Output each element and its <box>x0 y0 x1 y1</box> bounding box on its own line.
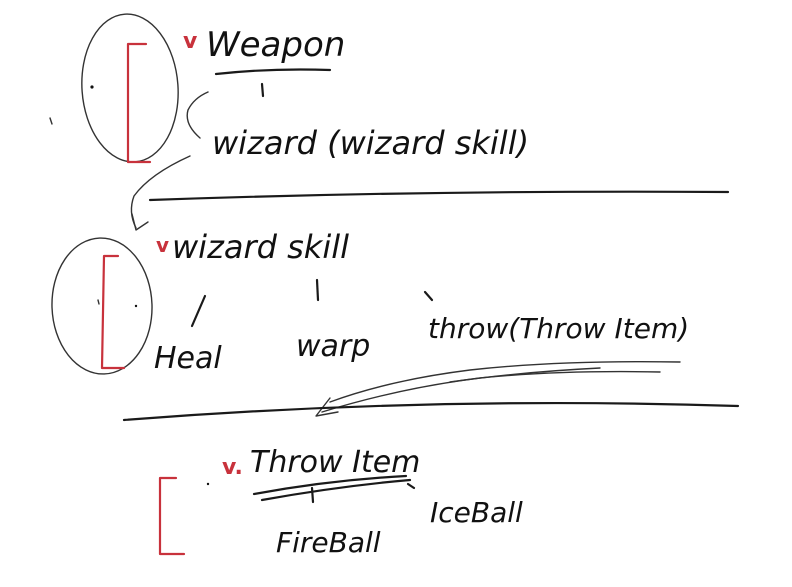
link-arrow-scribble <box>449 367 601 383</box>
ink-dot <box>206 482 210 486</box>
link-arrow-skill-to-throw <box>329 360 681 403</box>
section-throw-underline <box>252 474 408 496</box>
section-weapon-check: v <box>183 29 198 54</box>
link-arrow-weapon-to-skill <box>130 155 191 229</box>
ink-dot <box>134 304 138 308</box>
section-weapon-brace <box>186 91 209 139</box>
section-skill-connector-throw <box>423 290 434 302</box>
section-throw-child-fireball: FireBall <box>276 526 381 559</box>
section-skill-circle <box>51 237 153 375</box>
section-throw-child-iceball: IceBall <box>430 496 523 529</box>
ink-dot <box>90 85 94 89</box>
section-skill-check: v <box>156 233 169 257</box>
section-throw-check: v. <box>222 455 243 480</box>
section-throw-underline-2 <box>260 478 412 502</box>
section-throw-bracket <box>158 476 186 556</box>
section-throw-connector-ice <box>406 482 416 490</box>
section-skill-child-throw: throw(Throw Item) <box>428 312 689 345</box>
ink-mark <box>49 117 53 125</box>
section-weapon-bracket <box>126 42 152 164</box>
section-throw-title: Throw Item <box>250 445 420 480</box>
section-skill-child-warp: warp <box>296 329 370 364</box>
section-weapon-child-wizard: wizard (wizard skill) <box>212 124 529 162</box>
section-throw-connector-fire <box>310 486 315 504</box>
ink-mark <box>97 299 100 305</box>
divider-1 <box>148 190 730 202</box>
section-skill-child-heal: Heal <box>154 341 222 376</box>
section-skill-connector-heal <box>190 294 207 328</box>
divider-2 <box>122 401 740 422</box>
section-weapon-title: Weapon <box>206 25 345 65</box>
link-arrow-head-2 <box>315 397 339 417</box>
section-weapon-underline <box>214 68 332 76</box>
section-skill-connector-warp <box>315 278 320 302</box>
section-weapon-connector <box>260 82 265 98</box>
section-skill-title: wizard skill <box>172 228 349 266</box>
section-skill-bracket <box>100 254 126 370</box>
link-arrow-head-1 <box>131 213 149 231</box>
